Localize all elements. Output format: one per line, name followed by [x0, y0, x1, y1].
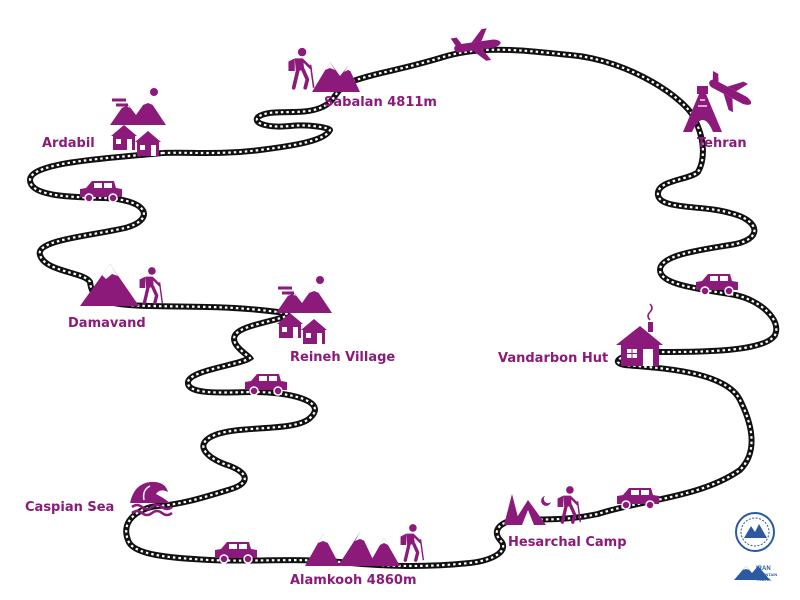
wave-icon	[130, 481, 173, 517]
mountains-hiker-icon	[305, 522, 426, 566]
village-icon	[110, 88, 166, 156]
hut-icon	[616, 303, 663, 366]
stop-label-sabalan: Sabalan 4811m	[324, 95, 437, 110]
village-icon	[276, 276, 332, 344]
stop-label-damavand: Damavand	[68, 316, 146, 331]
company-logo: IRAN MOUNTAIN TRAVEL	[734, 512, 777, 582]
stop-label-reineh: Reineh Village	[290, 350, 395, 365]
logo-line-3: TRAVEL	[756, 577, 772, 582]
hiker-mountain-icon	[286, 46, 360, 92]
tower-icon	[683, 86, 722, 132]
camp-hiker-icon	[504, 484, 583, 525]
logo-line-2: MOUNTAIN	[756, 572, 777, 577]
stop-label-alamkooh: Alamkooh 4860m	[290, 573, 417, 588]
stop-label-hesarchal: Hesarchal Camp	[508, 535, 627, 550]
stop-label-ardabil: Ardabil	[42, 136, 95, 151]
stop-label-tehran: Tehran	[697, 136, 747, 151]
stop-label-vandarbon: Vandarbon Hut	[498, 351, 608, 366]
mountain-hiker-icon	[80, 264, 165, 306]
logo-line-1: IRAN	[756, 566, 771, 572]
stop-label-caspian: Caspian Sea	[25, 500, 114, 515]
plane-icon	[450, 26, 503, 66]
